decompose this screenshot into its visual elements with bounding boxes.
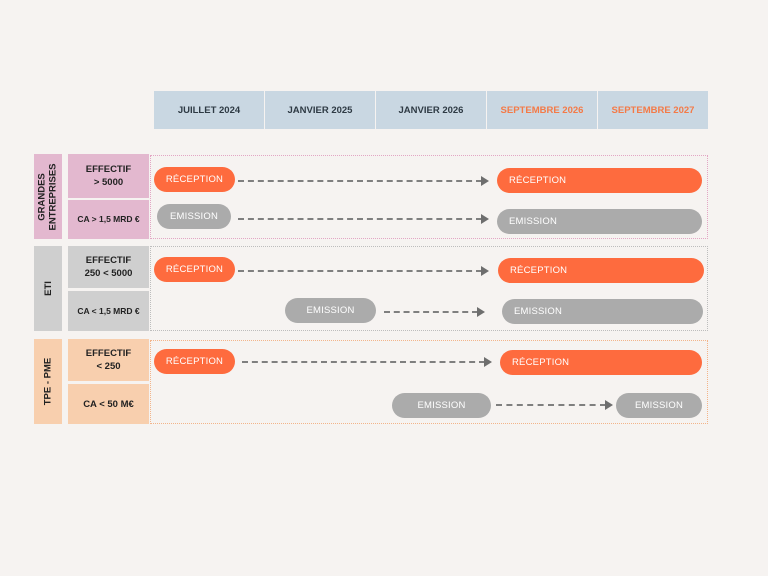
category-label: ETI [42,281,54,296]
emission-end-pill: EMISSION [616,393,702,418]
emission-start-pill: EMISSION [157,204,231,229]
category-grandes-entreprises: GRANDES ENTREPRISES [34,154,62,239]
category-label: GRANDES ENTREPRISES [37,162,60,231]
arrow-connector [238,214,489,224]
reception-start-pill: RÉCEPTION [154,257,235,282]
emission-end-pill: EMISSION [497,209,702,234]
criterion-effectif-5000: EFFECTIF > 5000 [68,154,149,198]
header-date-septembre-2026: SEPTEMBRE 2026 [487,91,597,129]
criterion-ca-1-5-mrd: CA < 1,5 MRD € [68,291,149,331]
arrow-connector [238,266,489,276]
arrow-connector [496,400,613,410]
emission-start-pill: EMISSION [285,298,376,323]
category-label: TPE - PME [42,357,54,406]
emission-start-pill: EMISSION [392,393,491,418]
category-tpe-pme: TPE - PME [34,339,62,424]
header-date-juillet-2024: JUILLET 2024 [154,91,264,129]
reception-end-pill: RÉCEPTION [498,258,704,283]
criterion-effectif-250: EFFECTIF < 250 [68,339,149,381]
emission-end-pill: EMISSION [502,299,703,324]
category-eti: ETI [34,246,62,331]
reception-end-pill: RÉCEPTION [497,168,702,193]
criterion-ca-50-meur: CA < 50 M€ [68,384,149,424]
header-date-janvier-2026: JANVIER 2026 [376,91,486,129]
group-frame-eti [150,246,708,331]
group-frame-tpe [150,340,708,424]
header-date-septembre-2027: SEPTEMBRE 2027 [598,91,708,129]
group-frame-grandes [150,155,708,239]
arrow-connector [384,307,485,317]
reception-start-pill: RÉCEPTION [154,167,235,192]
criterion-ca-1-5-mrd: CA > 1,5 MRD € [68,200,149,239]
arrow-connector [238,176,489,186]
criterion-effectif-250-5000: EFFECTIF 250 < 5000 [68,246,149,288]
arrow-connector [242,357,492,367]
reception-end-pill: RÉCEPTION [500,350,702,375]
header-date-janvier-2025: JANVIER 2025 [265,91,375,129]
reception-start-pill: RÉCEPTION [154,349,235,374]
